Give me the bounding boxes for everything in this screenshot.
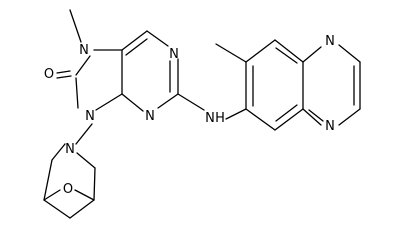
atom-nh-amine: N H	[205, 111, 225, 126]
atom-o-carbonyl: O	[44, 67, 54, 82]
atom-labels: N O N N N N H N N N O	[44, 34, 335, 197]
bond	[308, 109, 324, 122]
bond	[43, 159, 53, 201]
bond	[245, 39, 276, 63]
atom-n-pyrimidine-bottom: N	[145, 109, 155, 124]
bond	[215, 43, 247, 63]
atom-n-methyl: N	[79, 43, 89, 58]
atom-label: N	[205, 111, 215, 126]
atom-label: O	[63, 182, 73, 197]
bond-lines	[43, 9, 361, 219]
bond	[338, 108, 361, 126]
bond	[69, 199, 95, 219]
atom-label: H	[215, 111, 225, 126]
bond	[245, 108, 276, 131]
bond	[43, 189, 61, 201]
atom-label: O	[44, 67, 54, 82]
bond	[121, 30, 148, 51]
bond	[157, 93, 179, 109]
atom-n-pyrimidine-top: N	[169, 47, 179, 62]
bond	[338, 44, 361, 63]
bond	[274, 39, 304, 63]
bond	[125, 38, 148, 56]
atom-o-bridge: O	[63, 182, 73, 197]
atom-label: N	[169, 47, 179, 62]
bond	[121, 93, 144, 112]
bond	[302, 108, 322, 126]
bond	[51, 143, 66, 161]
atom-label: N	[325, 34, 335, 49]
bond	[76, 152, 96, 169]
bond	[69, 9, 82, 43]
atom-label: N	[145, 109, 155, 124]
bond	[56, 70, 71, 74]
bond	[95, 93, 123, 111]
atom-label: N	[79, 43, 89, 58]
atom-label: N	[85, 109, 95, 124]
atom-n-bicyclic: N	[65, 142, 75, 157]
bond	[225, 108, 247, 120]
atom-label: N	[65, 142, 75, 157]
atom-n-imidazole-bottom: N	[85, 109, 95, 124]
bond	[302, 46, 322, 63]
bond	[74, 189, 95, 201]
bond	[43, 199, 71, 219]
bond	[275, 47, 298, 64]
bond	[274, 108, 304, 131]
bond	[75, 123, 93, 145]
atom-label: N	[325, 119, 335, 134]
bond	[56, 75, 72, 79]
bond	[146, 30, 169, 47]
bond	[177, 93, 205, 111]
bond	[75, 55, 91, 76]
atom-n-quinoxaline-bottom: N	[325, 119, 335, 134]
bond	[93, 167, 96, 201]
bond	[275, 104, 298, 122]
atom-n-quinoxaline-top: N	[325, 34, 335, 49]
bond	[75, 77, 79, 109]
